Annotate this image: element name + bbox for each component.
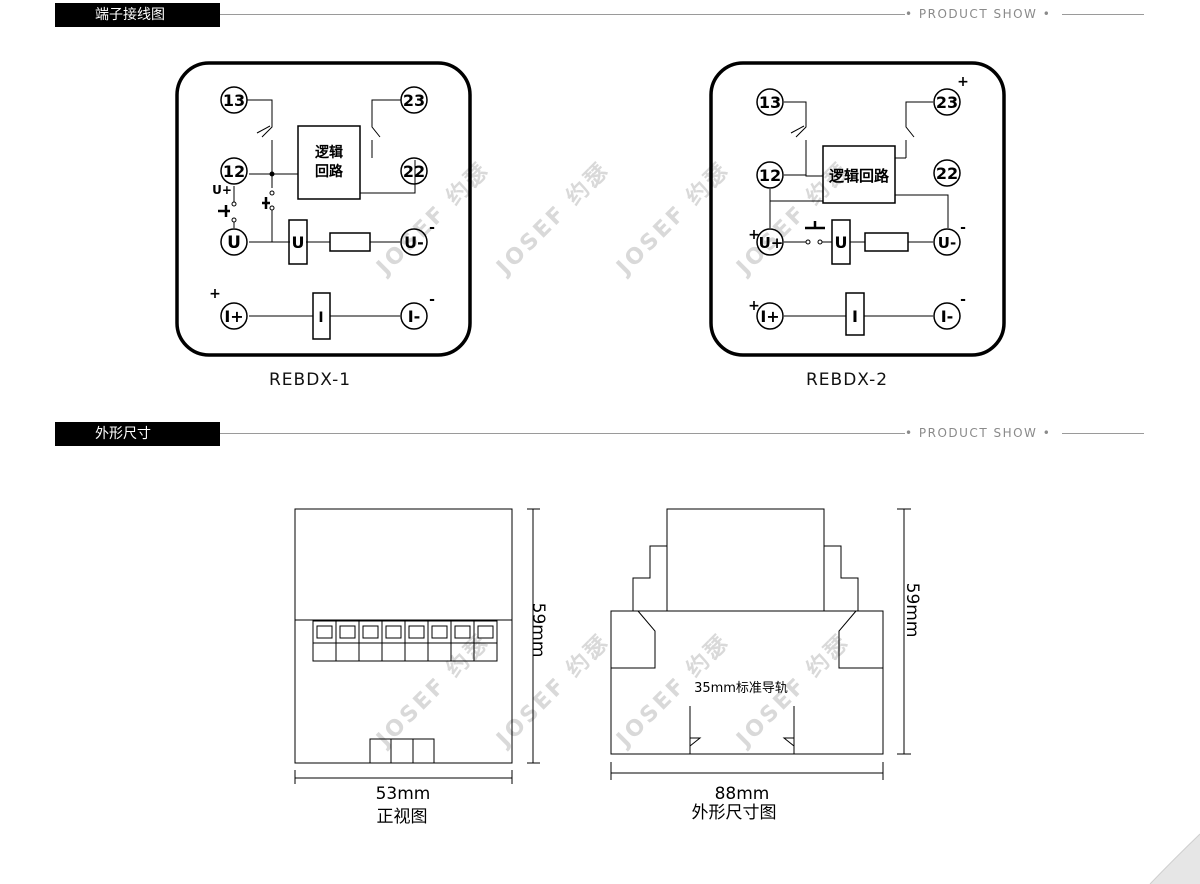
terminal-12-label: 12: [223, 162, 245, 181]
side-height-label: 59mm: [902, 583, 922, 638]
side-view-body: [666, 508, 825, 612]
terminal-u: [220, 228, 248, 256]
plus-sign: +: [748, 298, 760, 314]
front-height-label: 59mm: [528, 603, 548, 658]
terminal-13-label: 13: [223, 91, 245, 110]
page-curl-edge: [1149, 833, 1200, 884]
section-title-wiring: 端子接线图: [55, 3, 220, 27]
side-width-label: 88mm: [715, 784, 770, 804]
plus-sign: +: [957, 74, 969, 90]
terminal-i-minus: [933, 302, 961, 330]
wiring-diagram-rebdx-1: [175, 61, 472, 357]
side-view-drawing: [610, 508, 911, 780]
side-view-base: [610, 610, 884, 755]
diagram-caption-1: REBDX-1: [269, 370, 352, 390]
terminal-23-label: 23: [403, 91, 425, 110]
minus-sign: -: [960, 220, 966, 236]
terminal-i-plus-label: I+: [760, 307, 779, 326]
terminal-i-plus: [220, 302, 248, 330]
terminal-u-label: U: [227, 233, 241, 253]
section-divider-end: [1062, 14, 1144, 15]
logic-circuit-label: 回路: [315, 163, 344, 180]
minus-sign: -: [960, 292, 966, 308]
section-divider-end: [1062, 433, 1144, 434]
terminal-u-minus-label: U-: [404, 233, 424, 252]
terminal-u-plus-label: U+: [759, 234, 784, 252]
voltage-relay-box: [831, 219, 851, 265]
section-divider: [220, 433, 905, 434]
u-plus-label: U+: [212, 183, 232, 197]
resistor: [864, 232, 909, 252]
terminal-12: [756, 161, 784, 189]
current-relay-label: I: [852, 307, 858, 326]
terminal-i-plus: [756, 302, 784, 330]
terminal-13: [220, 86, 248, 114]
terminal-u-minus: [400, 228, 428, 256]
terminal-22: [933, 159, 961, 187]
terminal-i-minus: [400, 302, 428, 330]
current-relay-box: [312, 292, 331, 340]
current-relay-box: [845, 292, 865, 336]
diagram-caption-2: REBDX-2: [806, 370, 889, 390]
rail-label: 35mm标准导轨: [694, 681, 788, 696]
terminal-22-label: 22: [403, 162, 425, 181]
resistor: [329, 232, 371, 252]
voltage-relay-box: [288, 219, 308, 265]
plus-sign: +: [209, 286, 221, 302]
terminal-u-minus-label: U-: [938, 234, 956, 252]
front-width-label: 53mm: [376, 784, 431, 804]
rail-clip: [369, 738, 435, 764]
logic-circuit-box: [822, 145, 896, 204]
terminal-i-plus-label: I+: [224, 307, 243, 326]
terminal-22: [400, 157, 428, 185]
minus-sign: -: [429, 220, 435, 236]
terminal-i-minus-label: I-: [941, 307, 954, 326]
plus-sign: +: [748, 227, 760, 243]
terminal-13-label: 13: [759, 93, 781, 112]
terminal-23: [400, 86, 428, 114]
logic-circuit-label: 逻辑回路: [829, 167, 890, 185]
diagram-frame: [709, 61, 1006, 357]
front-view-outline: [294, 508, 513, 764]
terminal-12-label: 12: [759, 166, 781, 185]
terminal-22-label: 22: [936, 164, 958, 183]
terminal-23-label: 23: [936, 93, 958, 112]
section-divider: [220, 14, 905, 15]
current-relay-label: I: [318, 310, 323, 326]
front-view-caption: 正视图: [377, 807, 428, 827]
section-title-dimensions: 外形尺寸: [55, 422, 220, 446]
voltage-relay-label: U: [292, 233, 305, 252]
product-show-tag: • PRODUCT SHOW •: [905, 7, 1052, 21]
terminal-i-minus-label: I-: [408, 307, 421, 326]
product-show-tag: • PRODUCT SHOW •: [905, 426, 1052, 440]
terminal-u-minus: [933, 228, 961, 256]
diagram-frame: [175, 61, 472, 357]
terminal-23: [933, 88, 961, 116]
wiring-diagram-rebdx-2: [709, 61, 1006, 357]
logic-circuit-label: 逻辑: [315, 144, 343, 161]
logic-circuit-box: [297, 125, 361, 200]
minus-sign: -: [429, 292, 435, 308]
side-view-caption: 外形尺寸图: [692, 803, 777, 823]
voltage-relay-label: U: [835, 233, 848, 252]
terminal-u-plus: [756, 228, 784, 256]
front-view-drawing: [294, 508, 540, 784]
terminal-13: [756, 88, 784, 116]
terminal-12: [220, 157, 248, 185]
